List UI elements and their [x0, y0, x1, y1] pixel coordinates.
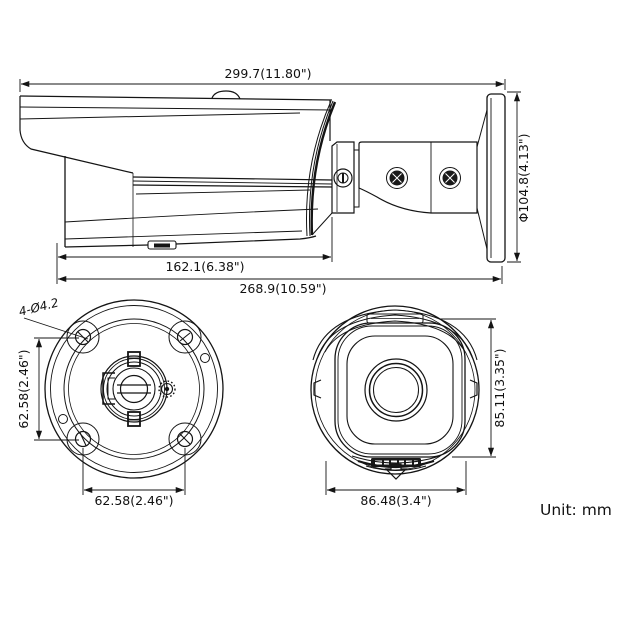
- dim-overall-length: 299.7(11.80"): [224, 66, 311, 81]
- bottom-foot: [147, 240, 177, 250]
- side-view-dimensions: 299.7(11.80") 162.1(6.38") 268.9(10.59")…: [19, 66, 531, 296]
- side-clip: [313, 379, 322, 399]
- dim-base-diameter: Φ104.8(4.13"): [516, 134, 531, 223]
- mounting-bracket: [331, 109, 488, 250]
- rear-center-mechanism: [100, 351, 176, 427]
- unit-note: Unit: mm: [540, 501, 612, 519]
- front-view-drawing: 85.11(3.35") 86.48(3.4"): [310, 305, 507, 508]
- dim-horizontal-hole-spacing: 62.58(2.46"): [94, 493, 173, 508]
- bottom-foot-slot: [154, 243, 170, 248]
- side-view-drawing: 299.7(11.80") 162.1(6.38") 268.9(10.59")…: [19, 66, 531, 296]
- rim-hole-icon: [200, 353, 210, 363]
- hinge-strip: [353, 149, 360, 208]
- front-view-dimensions: 85.11(3.35") 86.48(3.4"): [325, 318, 507, 508]
- camera-body: [64, 100, 337, 250]
- adjustment-knob-icon: [386, 167, 408, 189]
- camera-face: [334, 322, 466, 458]
- dim-holes-callout: 4-Ø4.2: [17, 296, 60, 319]
- mount-base-flange: [486, 93, 506, 263]
- mounting-screw-hole-icon: [176, 430, 194, 448]
- dim-vertical-hole-spacing: 62.58(2.46"): [16, 349, 31, 428]
- adjustment-knob-icon: [439, 167, 461, 189]
- dim-front-height: 85.11(3.35"): [492, 348, 507, 427]
- gear-knob-icon: [158, 380, 176, 398]
- mounting-screw-hole-icon: [74, 430, 92, 448]
- dim-body-length: 268.9(10.59"): [239, 281, 326, 296]
- lens-icon: [364, 358, 428, 422]
- sun-shield: [19, 90, 333, 174]
- side-clip: [469, 379, 478, 399]
- mounting-screw-hole-icon: [176, 328, 194, 346]
- down-arrow-icon: [384, 463, 408, 480]
- dim-front-width: 86.48(3.4"): [360, 493, 431, 508]
- dim-front-section-length: 162.1(6.38"): [165, 259, 244, 274]
- rim-hole-icon: [58, 414, 68, 424]
- rear-view-drawing: 4-Ø4.2 62.58(2.46") 62.58(2.46"): [16, 296, 224, 508]
- locking-screw-icon: [333, 168, 353, 188]
